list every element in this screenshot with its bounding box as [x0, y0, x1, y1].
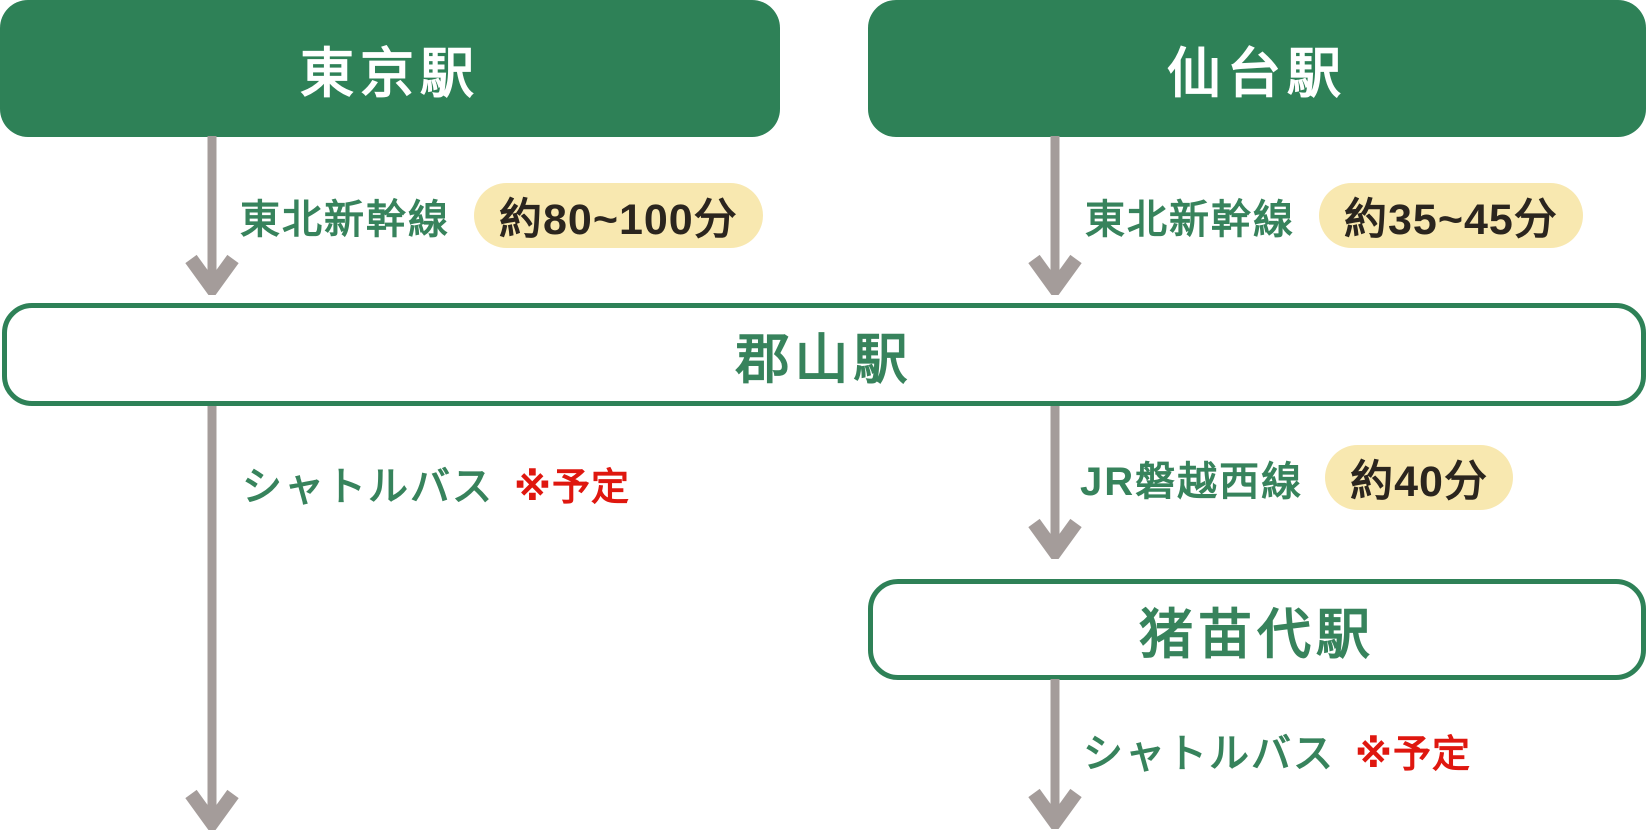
station-box-inawashiro: 猪苗代駅: [868, 579, 1646, 680]
route-line-name: シャトルバス: [242, 465, 494, 509]
station-label-koriyama: 郡山駅: [735, 330, 913, 390]
down-arrow-icon: [185, 136, 239, 300]
station-label-tokyo: 東京駅: [300, 44, 480, 104]
station-box-sendai: 仙台駅: [868, 0, 1646, 137]
station-box-koriyama: 郡山駅: [2, 303, 1646, 406]
station-box-tokyo: 東京駅: [0, 0, 780, 137]
route-tokyo-koriyama: 東北新幹線 約80~100分: [240, 183, 763, 248]
duration-text: 約80~100分: [499, 195, 738, 244]
koriyama-shuttle-arrow: [184, 406, 240, 830]
duration-badge: 約35~45分: [1319, 183, 1583, 248]
duration-text: 約40分: [1350, 457, 1488, 506]
tokyo-to-koriyama-arrow: [184, 136, 240, 300]
down-arrow-icon: [185, 406, 239, 830]
inawashiro-shuttle-arrow: [1027, 679, 1083, 830]
route-note: ※予定: [514, 466, 630, 509]
route-sendai-koriyama: 東北新幹線 約35~45分: [1085, 183, 1583, 248]
duration-badge: 約80~100分: [474, 183, 763, 248]
route-line-name: 東北新幹線: [1085, 197, 1295, 242]
down-arrow-icon: [1028, 136, 1082, 300]
route-koriyama-shuttle: シャトルバス ※予定: [242, 455, 630, 511]
route-line-name: JR磐越西線: [1080, 459, 1304, 504]
route-inawashiro-shuttle: シャトルバス ※予定: [1083, 722, 1471, 778]
duration-badge: 約40分: [1325, 445, 1513, 510]
down-arrow-icon: [1028, 406, 1082, 564]
route-koriyama-inawashiro: JR磐越西線 約40分: [1080, 445, 1513, 510]
route-line-name: 東北新幹線: [240, 197, 450, 242]
duration-text: 約35~45分: [1344, 195, 1558, 244]
station-label-inawashiro: 猪苗代駅: [1139, 605, 1375, 665]
down-arrow-icon: [1028, 679, 1082, 830]
route-note: ※予定: [1355, 733, 1471, 776]
koriyama-to-inawashiro-arrow: [1027, 406, 1083, 564]
route-line-name: シャトルバス: [1083, 732, 1335, 776]
station-label-sendai: 仙台駅: [1167, 44, 1347, 104]
sendai-to-koriyama-arrow: [1027, 136, 1083, 300]
